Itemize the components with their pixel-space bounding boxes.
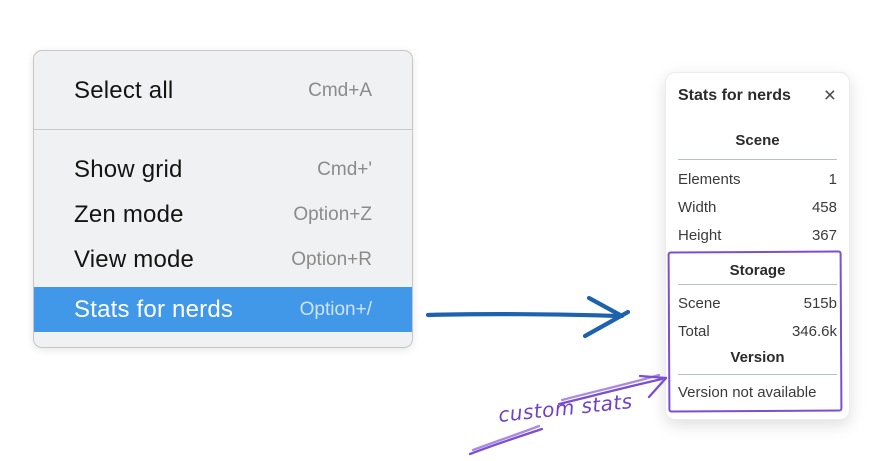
section-divider: [678, 159, 837, 160]
stat-value: 515b: [803, 294, 837, 312]
section-divider: [678, 284, 837, 285]
version-note: Version not available: [678, 384, 817, 401]
menu-section-top: Select all Cmd+A: [34, 51, 412, 129]
menu-item-label: Zen mode: [74, 200, 184, 228]
section-divider: [678, 374, 837, 375]
custom-stats-annotation-label: custom stats: [497, 389, 634, 427]
stat-value: 1: [828, 170, 837, 188]
stat-row-scene-storage: Scene 515b: [678, 289, 837, 317]
menu-item-select-all[interactable]: Select all Cmd+A: [34, 68, 412, 113]
scene-section-heading: Scene: [735, 132, 780, 149]
stat-label: Elements: [678, 170, 741, 188]
menu-section-bottom: Show grid Cmd+' Zen mode Option+Z View m…: [34, 130, 412, 347]
stat-row-total-storage: Total 346.6k: [678, 317, 837, 345]
stats-panel-header: Stats for nerds ×: [678, 85, 837, 107]
stat-label: Width: [678, 198, 717, 216]
menu-item-label: View mode: [74, 245, 195, 273]
menu-item-label: Select all: [74, 76, 174, 104]
stat-label: Total: [678, 322, 710, 340]
menu-to-panel-arrow: [425, 295, 631, 339]
menu-item-stats-for-nerds[interactable]: Stats for nerds Option+/: [34, 287, 412, 332]
stats-panel-title: Stats for nerds: [678, 87, 791, 104]
menu-divider: [34, 129, 412, 130]
stat-value: 458: [811, 198, 837, 216]
menu-item-label: Show grid: [74, 155, 183, 183]
menu-item-shortcut: Option+Z: [293, 203, 372, 225]
menu-item-shortcut: Cmd+A: [308, 79, 372, 101]
stat-row-height: Height 367: [678, 221, 837, 249]
menu-item-show-grid[interactable]: Show grid Cmd+': [34, 147, 412, 192]
scene-rows: Elements 1 Width 458 Height 367: [678, 165, 837, 249]
menu-item-shortcut: Cmd+': [317, 158, 372, 180]
menu-item-view-mode[interactable]: View mode Option+R: [34, 237, 412, 282]
close-icon[interactable]: ×: [823, 84, 836, 107]
storage-section-heading: Storage: [729, 262, 786, 279]
stat-label: Scene: [678, 294, 721, 312]
stat-row-elements: Elements 1: [678, 165, 837, 193]
context-menu: Select all Cmd+A Show grid Cmd+' Zen mod…: [33, 50, 413, 348]
stat-row-width: Width 458: [678, 193, 837, 221]
stat-value: 346.6k: [791, 322, 837, 340]
menu-item-shortcut: Option+R: [291, 248, 372, 270]
stats-panel: Stats for nerds × Scene Elements 1 Width…: [665, 72, 850, 420]
menu-item-label: Stats for nerds: [74, 295, 234, 323]
stat-label: Height: [678, 226, 722, 244]
stat-value: 367: [811, 226, 837, 244]
menu-item-zen-mode[interactable]: Zen mode Option+Z: [34, 192, 412, 237]
menu-item-shortcut: Option+/: [299, 298, 372, 320]
storage-rows: Scene 515b Total 346.6k: [678, 289, 837, 345]
version-section-heading: Version: [730, 349, 785, 366]
